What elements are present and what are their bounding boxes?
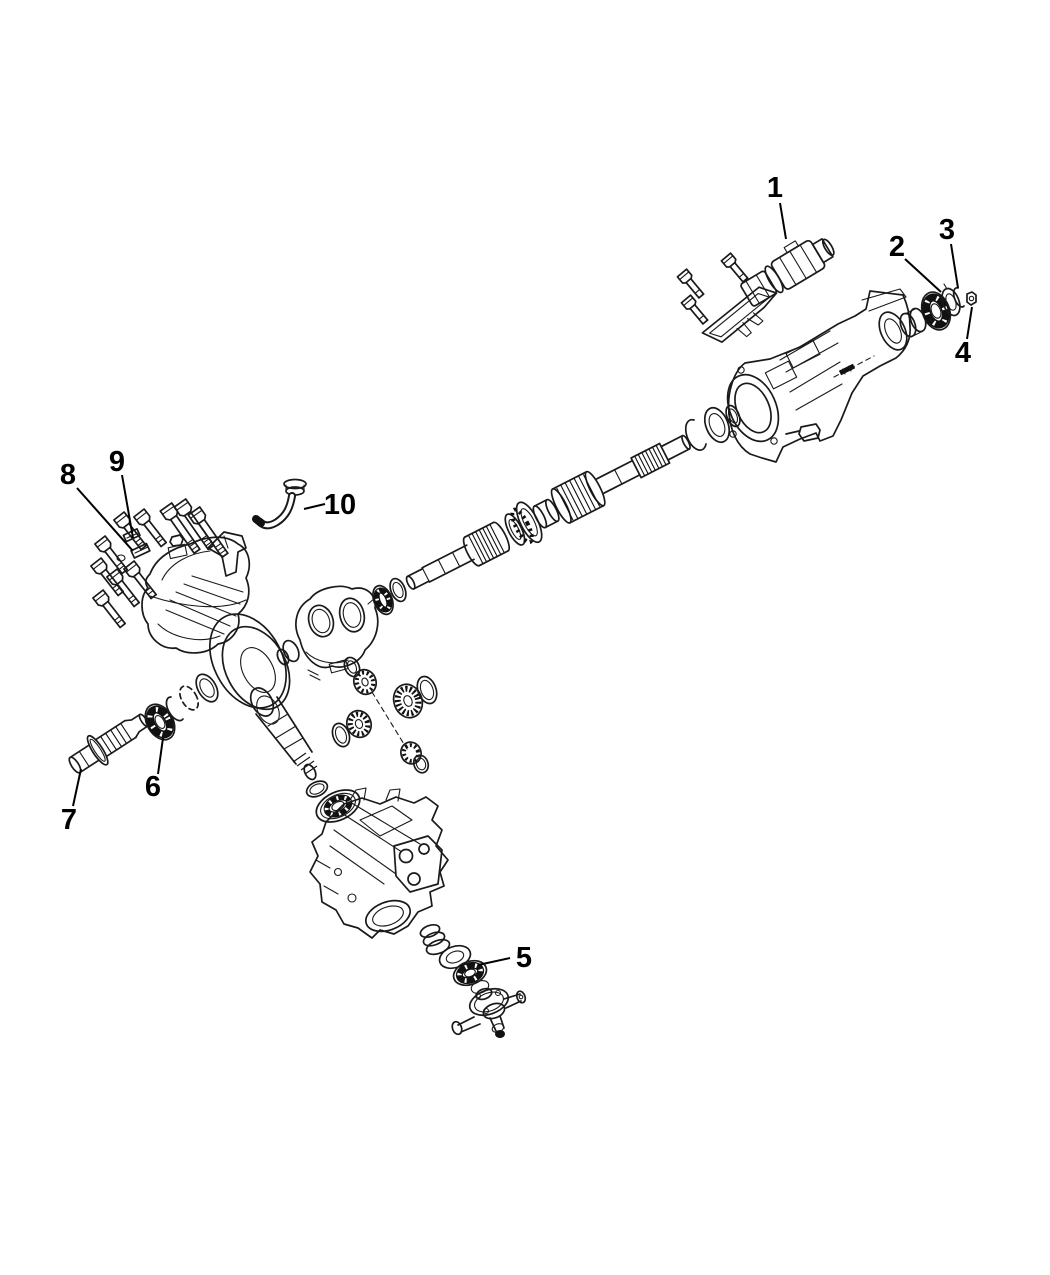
callout-8-label: 8 bbox=[60, 459, 76, 491]
callout-6-label: 6 bbox=[145, 771, 161, 803]
output-seal-part-5 bbox=[452, 959, 490, 994]
callout-6-leader bbox=[157, 737, 164, 775]
actuator-bolts bbox=[676, 252, 751, 327]
axle-actuator bbox=[701, 237, 835, 343]
callout-1-leader bbox=[779, 202, 787, 240]
callout-2-leader bbox=[904, 258, 942, 293]
callout-3-label: 3 bbox=[939, 214, 955, 246]
callout-7-leader bbox=[72, 768, 82, 807]
callout-9-label: 9 bbox=[109, 446, 125, 478]
intermediate-shaft bbox=[405, 434, 691, 590]
lower-axle-housing bbox=[309, 787, 449, 939]
callout-7-label: 7 bbox=[61, 804, 77, 836]
vent-hose bbox=[252, 478, 307, 530]
callout-9-leader bbox=[121, 474, 134, 539]
differential-cover bbox=[141, 531, 251, 654]
callout-5-leader bbox=[477, 957, 511, 966]
callout-2-label: 2 bbox=[889, 231, 905, 263]
stub-shaft-rings bbox=[165, 673, 219, 722]
axle-tube-housing bbox=[726, 288, 911, 463]
differential-gears bbox=[331, 656, 438, 774]
stub-shaft-seal bbox=[144, 703, 176, 741]
pinion-yoke bbox=[451, 987, 527, 1038]
snap-ring-part-3 bbox=[952, 286, 965, 308]
differential-carrier bbox=[276, 577, 407, 681]
callout-layer: 1 2 3 4 5 6 7 8 9 10 bbox=[60, 172, 973, 974]
output-stub-shaft bbox=[68, 713, 149, 774]
callout-4-label: 4 bbox=[955, 337, 971, 369]
drive-pinion bbox=[209, 613, 318, 781]
cover-small-fasteners bbox=[116, 528, 151, 562]
callout-1-label: 1 bbox=[767, 172, 783, 204]
tube-seal bbox=[920, 291, 952, 331]
callout-5-label: 5 bbox=[516, 942, 532, 974]
tube-bushing bbox=[899, 307, 927, 338]
callout-4-leader bbox=[966, 306, 973, 340]
pinion-washer-bearing bbox=[305, 780, 361, 823]
callout-8-leader bbox=[76, 487, 134, 552]
callout-10-label: 10 bbox=[324, 489, 356, 521]
housing-inner-rings bbox=[684, 404, 741, 451]
callout-10-leader bbox=[303, 503, 326, 510]
nut-part-4 bbox=[966, 291, 977, 306]
callout-3-leader bbox=[950, 243, 959, 289]
cover-bolts bbox=[90, 498, 232, 631]
washer-part-2 bbox=[941, 283, 961, 317]
